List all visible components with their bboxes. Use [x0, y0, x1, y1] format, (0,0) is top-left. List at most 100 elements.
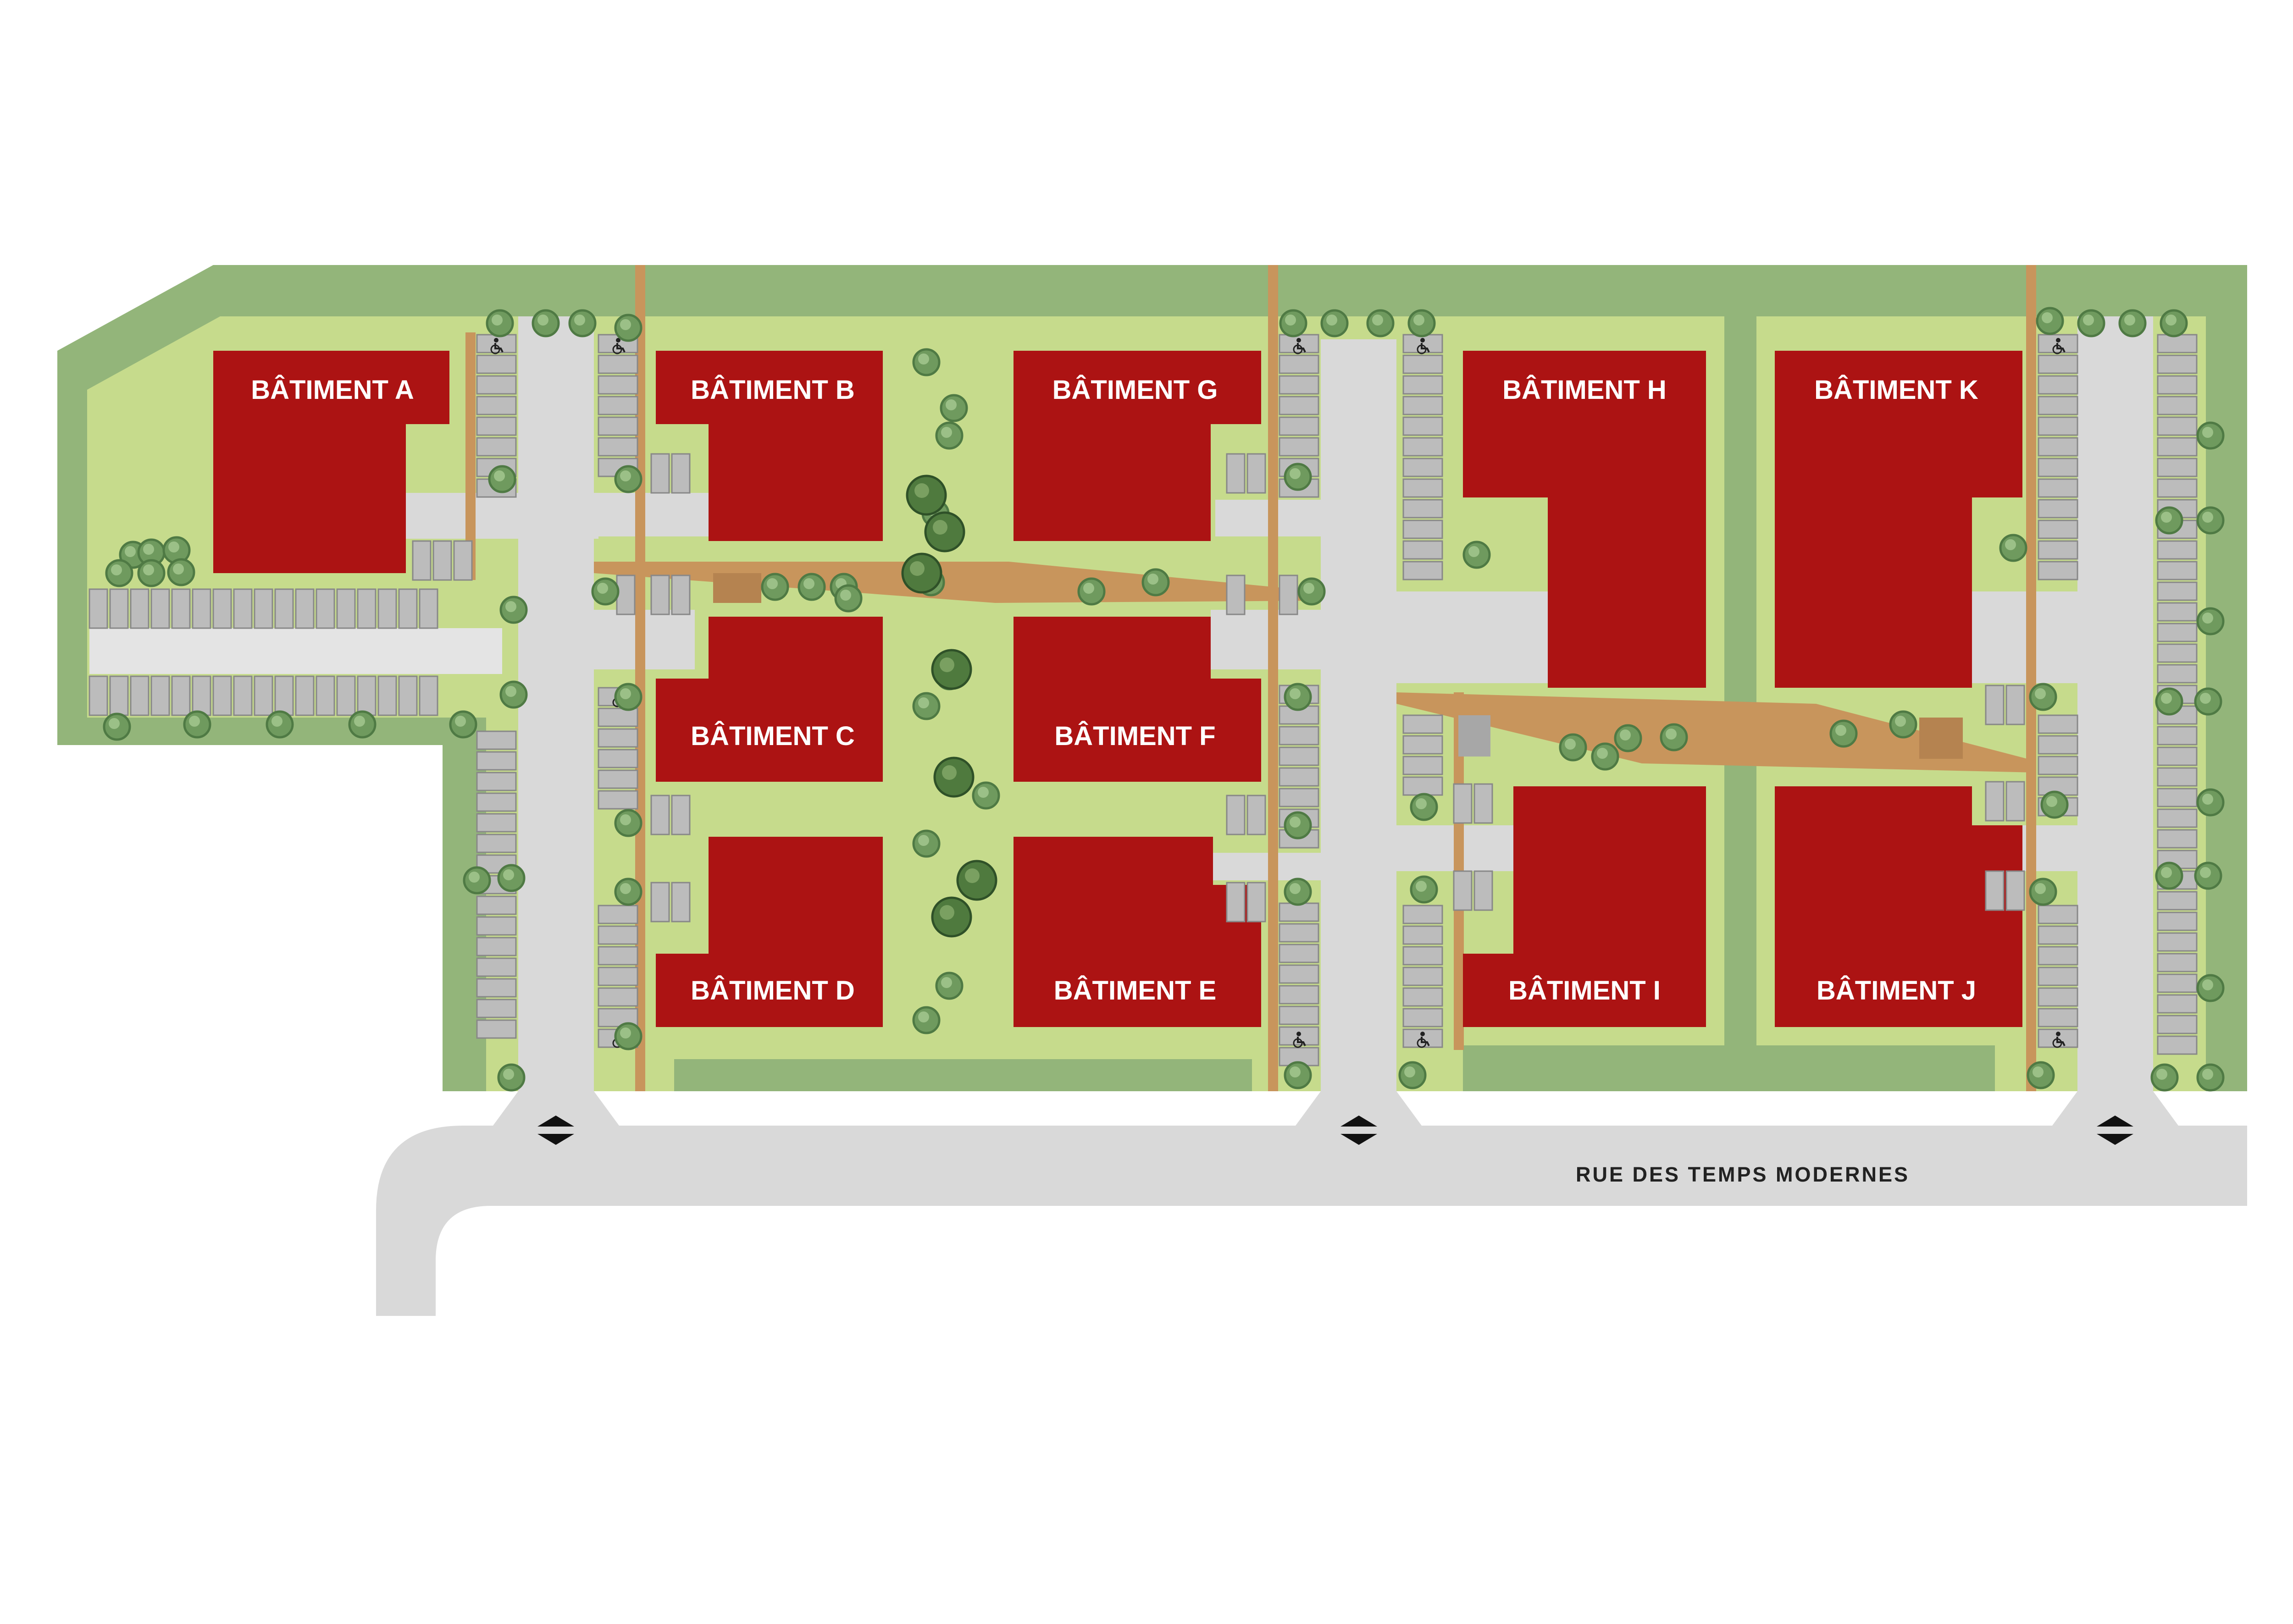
tree-icon: [614, 314, 642, 342]
tree-icon: [912, 348, 941, 376]
tree-icon: [1320, 309, 1349, 337]
parking-stall: [274, 588, 294, 629]
parking-stall: [1402, 499, 1443, 519]
tree-icon: [1398, 1061, 1427, 1089]
parking-stall: [212, 675, 232, 716]
parking-stall: [1279, 985, 1319, 1005]
parking-stall: [2157, 375, 2198, 395]
parking-stall: [2038, 756, 2078, 775]
parking-stall: [316, 588, 335, 629]
tree-icon: [1284, 878, 1312, 906]
parking-stall: [1279, 788, 1319, 807]
parking-stall: [1402, 714, 1443, 734]
parking-stall: [476, 375, 517, 395]
parking-stall: [1985, 685, 2005, 725]
tree-icon: [167, 558, 195, 586]
parking-stall: [109, 588, 129, 629]
parking-stall: [1279, 902, 1319, 922]
parking-stall: [1402, 987, 1443, 1007]
tree-icon: [935, 972, 964, 1000]
parking-stall: [1279, 437, 1319, 457]
building-d-label: BÂTIMENT D: [691, 976, 855, 1005]
parking-stall: [233, 588, 253, 629]
street: [376, 1126, 2247, 1316]
parking-stall: [130, 588, 150, 629]
tree-icon: [1660, 723, 1688, 751]
parking-stall: [1279, 1005, 1319, 1025]
tree-icon: [614, 1022, 642, 1050]
parking-stall: [2038, 987, 2078, 1007]
parking-stall: [1279, 923, 1319, 943]
parking-stall: [2157, 808, 2198, 828]
wheelchair-icon: [2052, 338, 2066, 354]
parking-stall: [130, 675, 150, 716]
parking-stall: [2038, 458, 2078, 477]
building-g-label: BÂTIMENT G: [1052, 375, 1218, 405]
parking-stall: [598, 1008, 638, 1027]
parking-stall: [476, 1019, 517, 1039]
tree-icon: [2077, 309, 2105, 337]
tree-icon: [2150, 1063, 2179, 1092]
parking-stall: [1473, 783, 1493, 824]
building-f-label: BÂTIMENT F: [1054, 721, 1215, 751]
tree-icon: [940, 394, 968, 422]
tree-icon: [591, 577, 620, 606]
building-h: [1463, 351, 1706, 688]
parking-stall: [671, 795, 691, 835]
tree-icon: [2194, 687, 2222, 716]
parking-stall: [1402, 756, 1443, 775]
tree-icon: [2040, 790, 2069, 819]
tree-icon: [1366, 309, 1395, 337]
tree-icon: [1829, 719, 1858, 748]
parking-stall: [2157, 746, 2198, 766]
parking-stall: [671, 882, 691, 922]
tree-icon: [2155, 687, 2183, 716]
parking-stall: [2157, 540, 2198, 560]
tree-icon: [912, 829, 941, 858]
parking-stall: [1402, 375, 1443, 395]
building-k-label: BÂTIMENT K: [1814, 375, 1978, 405]
building-footprints: [213, 351, 2022, 1027]
parking-stall: [598, 769, 638, 789]
parking-stall: [476, 354, 517, 374]
parking-stall: [476, 334, 517, 354]
tree-icon: [2196, 421, 2225, 450]
parking-stall: [476, 772, 517, 791]
building-a-label: BÂTIMENT A: [251, 375, 414, 405]
parking-stall: [1246, 795, 1266, 835]
tree-icon: [1410, 793, 1438, 821]
parking-stall: [1279, 396, 1319, 415]
tree-icon: [1279, 309, 1307, 337]
street-name: RUE DES TEMPS MODERNES: [1576, 1163, 1910, 1186]
parking-stall: [2157, 561, 2198, 580]
parking-stall: [1985, 781, 2005, 822]
wheelchair-icon: [1417, 1032, 1430, 1048]
building-j-label: BÂTIMENT J: [1817, 976, 1976, 1005]
tree-icon: [1591, 742, 1619, 771]
parking-stall: [1402, 735, 1443, 755]
parking-stall: [616, 574, 636, 615]
parking-stall: [598, 416, 638, 436]
wheelchair-icon: [1293, 1032, 1306, 1048]
parking-stall: [476, 916, 517, 936]
parking-stall: [476, 937, 517, 956]
building-b-label: BÂTIMENT B: [691, 375, 855, 405]
parking-stall: [1402, 519, 1443, 539]
tree-icon: [798, 573, 826, 601]
parking-stall: [1226, 574, 1246, 615]
parking-aisle-west: [89, 628, 502, 674]
parking-stall: [398, 588, 418, 629]
building-e: [1014, 837, 1261, 1027]
parking-stall: [1402, 334, 1443, 354]
tree-icon: [935, 421, 964, 450]
tree-icon: [1462, 541, 1491, 569]
tree-icon: [2196, 788, 2225, 817]
building-k: [1775, 351, 2022, 688]
tree-icon: [488, 465, 516, 493]
parking-stall: [432, 540, 452, 581]
building-b: [656, 351, 883, 541]
site-entrances: [537, 1116, 2133, 1145]
parking-stall: [2038, 714, 2078, 734]
parking-stall: [671, 574, 691, 615]
tree-icon: [614, 809, 642, 837]
